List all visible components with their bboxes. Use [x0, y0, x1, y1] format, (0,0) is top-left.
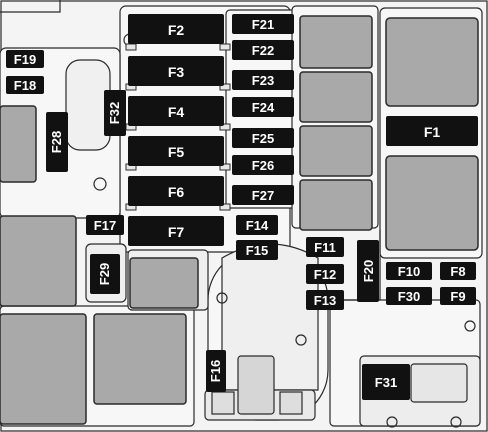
fuse-f24[interactable]: F24 [232, 97, 294, 117]
fuse-f14[interactable]: F14 [236, 215, 278, 235]
fuse-f31-label: F31 [375, 375, 397, 390]
fuse-f1[interactable]: F1 [386, 116, 478, 146]
fuse-f16-label: F16 [208, 360, 223, 382]
fuse-f10[interactable]: F10 [386, 262, 432, 280]
fuse-f4[interactable]: F4 [128, 96, 224, 126]
fuse-f20-label: F20 [361, 260, 376, 282]
fuse-f23-label: F23 [252, 73, 274, 88]
fuse-f25-label: F25 [252, 131, 274, 146]
fuse-f12-label: F12 [314, 267, 336, 282]
fuse-f18-label: F18 [14, 78, 36, 93]
fuse-f5[interactable]: F5 [128, 136, 224, 166]
fuse-f21[interactable]: F21 [232, 14, 294, 34]
fuse-f12[interactable]: F12 [306, 264, 344, 284]
fuse-f13[interactable]: F13 [306, 290, 344, 310]
fuse-f28-label: F28 [49, 131, 64, 153]
relay-block [385, 155, 479, 251]
fuse-f30[interactable]: F30 [386, 287, 432, 305]
fuse-f6[interactable]: F6 [128, 176, 224, 206]
fuse-f3-label: F3 [168, 64, 185, 80]
fuse-f9-label: F9 [450, 289, 465, 304]
fuse-f31[interactable]: F31 [362, 364, 410, 400]
fuse-f3[interactable]: F3 [128, 56, 224, 86]
fuse-f2-label: F2 [168, 22, 185, 38]
fuse-f26-label: F26 [252, 158, 274, 173]
relay-block [129, 257, 199, 309]
relay-block [0, 215, 77, 307]
fuse-f22[interactable]: F22 [232, 40, 294, 60]
fuse-f19-label: F19 [14, 52, 36, 67]
fuse-f27[interactable]: F27 [232, 185, 294, 205]
relay-block [299, 125, 373, 177]
relays [0, 15, 479, 425]
fuse-f15-label: F15 [246, 243, 268, 258]
fuse-f13-label: F13 [314, 293, 336, 308]
fuse-f17-label: F17 [94, 218, 116, 233]
relay-block [299, 179, 373, 231]
fuse-f11-label: F11 [314, 240, 336, 255]
fuse-f4-label: F4 [168, 104, 185, 120]
fuse-f30-label: F30 [398, 289, 420, 304]
fuse-f8-label: F8 [450, 264, 465, 279]
fuse-f19[interactable]: F19 [6, 50, 44, 68]
relay-block [0, 313, 87, 425]
relay-block [93, 313, 187, 405]
fuse-f15[interactable]: F15 [236, 240, 278, 260]
fuse-f6-label: F6 [168, 184, 185, 200]
fuse-f29-label: F29 [97, 263, 112, 285]
relay-block [0, 105, 37, 183]
fuse-f16[interactable]: F16 [206, 350, 226, 392]
fuses: F1 F2 F3 F4 F5 F6 F7 F21 [6, 14, 478, 400]
fuse-f1-label: F1 [424, 124, 441, 140]
fuse-f14-label: F14 [246, 218, 269, 233]
fuse-f24-label: F24 [252, 100, 275, 115]
fuse-f29[interactable]: F29 [90, 254, 120, 294]
relay-block [299, 71, 373, 123]
fuse-f2[interactable]: F2 [128, 14, 224, 44]
fuse-f17[interactable]: F17 [86, 215, 124, 235]
fuse-f22-label: F22 [252, 43, 274, 58]
fuse-f20[interactable]: F20 [357, 240, 379, 302]
fuse-f7-label: F7 [168, 224, 185, 240]
fuse-f11[interactable]: F11 [306, 237, 344, 257]
fuse-f7[interactable]: F7 [128, 216, 224, 246]
relay-block [299, 15, 373, 69]
fuse-f32[interactable]: F32 [104, 90, 126, 136]
fuse-f9[interactable]: F9 [440, 287, 476, 305]
fuse-f18[interactable]: F18 [6, 76, 44, 94]
fuse-f21-label: F21 [252, 17, 274, 32]
fuse-f32-label: F32 [107, 102, 122, 124]
fuse-f26[interactable]: F26 [232, 155, 294, 175]
fuse-f23[interactable]: F23 [232, 70, 294, 90]
fuse-f5-label: F5 [168, 144, 185, 160]
fuse-f10-label: F10 [398, 264, 420, 279]
fuse-f28[interactable]: F28 [46, 112, 68, 172]
fuse-f25[interactable]: F25 [232, 128, 294, 148]
fuse-f8[interactable]: F8 [440, 262, 476, 280]
fuse-f27-label: F27 [252, 188, 274, 203]
relay-block [385, 17, 479, 107]
